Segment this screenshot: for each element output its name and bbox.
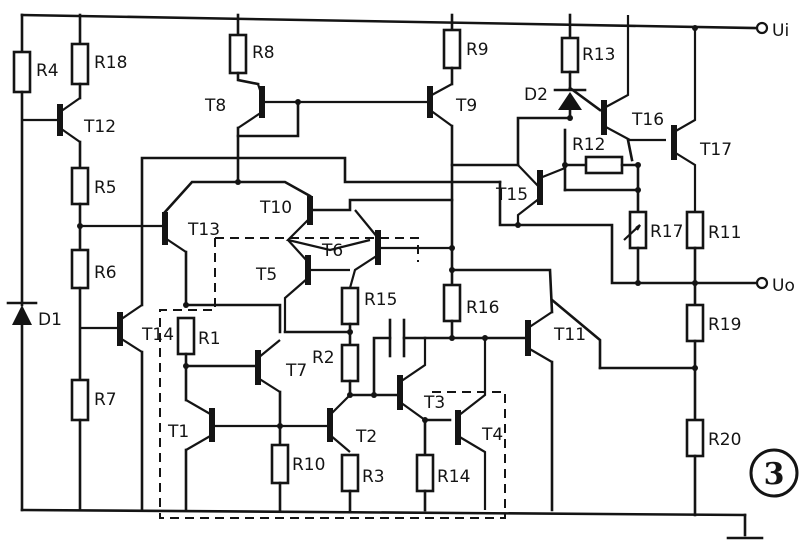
transistor-t6: T6	[321, 209, 455, 289]
resistor-r11: R11	[685, 210, 741, 307]
transistor-t2: T2	[327, 392, 402, 453]
resistor-r18: R18	[70, 13, 127, 100]
transistor-t16-label: T16	[631, 110, 664, 130]
zener-diode-d1: D1	[6, 301, 62, 512]
transistor-t9-label: T9	[455, 96, 477, 116]
resistor-r13-label: R13	[582, 45, 615, 65]
transistor-t17: T17	[671, 25, 732, 212]
transistor-t3: T3	[397, 338, 452, 457]
transistor-t4: T4	[455, 338, 503, 510]
resistor-r19: R19	[550, 298, 741, 422]
resistor-r16-label: R16	[466, 298, 499, 318]
transistor-t6-label: T6	[321, 241, 343, 261]
resistor-r19-label: R19	[708, 315, 741, 335]
figure-number: 3	[764, 457, 785, 492]
resistor-r6: R6	[70, 248, 117, 382]
resistor-r2-label: R2	[312, 348, 335, 368]
resistor-r14-label: R14	[437, 467, 470, 487]
transistor-t17-label: T17	[699, 140, 732, 160]
resistor-r9: R9	[442, 13, 489, 86]
transistor-t7: T7	[255, 339, 307, 447]
resistor-r1: R1	[176, 316, 260, 402]
resistor-r15-label: R15	[364, 290, 397, 310]
transistor-t9: T9	[427, 83, 477, 272]
resistor-r8-label: R8	[252, 43, 275, 63]
transistor-t3-label: T3	[423, 393, 445, 413]
resistor-r17-label: R17	[650, 222, 683, 242]
diode-d1-label: D1	[38, 310, 62, 330]
resistor-r20: R20	[685, 418, 741, 517]
dashed-boundary	[159, 237, 506, 519]
transistor-t13: T13	[77, 180, 282, 334]
resistor-r17: R17	[563, 163, 683, 286]
transistor-t1-label: T1	[167, 422, 189, 442]
resistor-r5: R5	[70, 166, 117, 252]
resistor-r3-label: R3	[362, 467, 385, 487]
transistor-t12-label: T12	[83, 117, 116, 137]
resistor-r7-label: R7	[94, 390, 117, 410]
transistor-t10: T10	[236, 180, 454, 252]
resistor-r12: R12	[562, 128, 641, 192]
transistor-t10-label: T10	[259, 198, 292, 218]
resistor-r14: R14	[415, 453, 470, 512]
transistor-t1: T1	[167, 399, 330, 512]
transistor-t5: T5	[255, 239, 350, 332]
resistor-r6-label: R6	[94, 263, 117, 283]
supply-rail	[20, 13, 757, 30]
transistor-t14-label: T14	[141, 325, 174, 345]
transistor-t16: T16	[601, 15, 666, 162]
resistor-r20-label: R20	[708, 430, 741, 450]
resistor-r10: R10	[270, 423, 325, 512]
resistor-r3: R3	[340, 453, 385, 512]
resistor-r7: R7	[70, 378, 117, 512]
resistor-r8: R8	[228, 13, 275, 86]
transistor-t15-label: T15	[495, 185, 528, 205]
transistor-t14: T14	[80, 156, 502, 512]
resistor-r16: R16	[423, 267, 530, 341]
resistor-r1-label: R1	[198, 329, 221, 349]
transistor-t7-label: T7	[285, 361, 307, 381]
resistor-r11-label: R11	[708, 223, 741, 243]
supply-terminal: Ui	[755, 21, 789, 41]
transistor-t4-label: T4	[481, 425, 503, 445]
resistor-r4-label: R4	[36, 61, 59, 81]
output-terminal-label: Uo	[772, 276, 795, 296]
transistor-t15: T15	[450, 163, 757, 285]
transistor-t5-label: T5	[255, 265, 277, 285]
diode-d2-label: D2	[524, 85, 548, 105]
transistor-t8: T8	[204, 83, 430, 185]
resistor-r5-label: R5	[94, 178, 117, 198]
transistor-t11-label: T11	[553, 325, 586, 345]
input-terminal-label: Ui	[772, 21, 789, 41]
transistor-t2-label: T2	[355, 427, 377, 447]
resistor-r15: R15	[340, 286, 397, 347]
transistor-t11: T11	[450, 268, 586, 512]
resistor-r13: R13	[560, 13, 615, 90]
output-terminal: Uo	[755, 276, 795, 296]
resistor-r12-label: R12	[572, 135, 605, 155]
resistor-r10-label: R10	[292, 455, 325, 475]
transistor-t13-label: T13	[187, 220, 220, 240]
resistor-r2: R2	[283, 329, 360, 397]
capacitor	[371, 318, 427, 398]
ground-rail	[20, 508, 764, 540]
figure-number-badge: 3	[749, 448, 799, 498]
resistor-r18-label: R18	[94, 53, 127, 73]
transistor-t12: T12	[22, 97, 116, 170]
transistor-t8-label: T8	[204, 96, 226, 116]
zener-diode-d2: D2	[516, 85, 602, 167]
resistor-r9-label: R9	[466, 40, 489, 60]
resistor-r4: R4	[12, 13, 59, 307]
